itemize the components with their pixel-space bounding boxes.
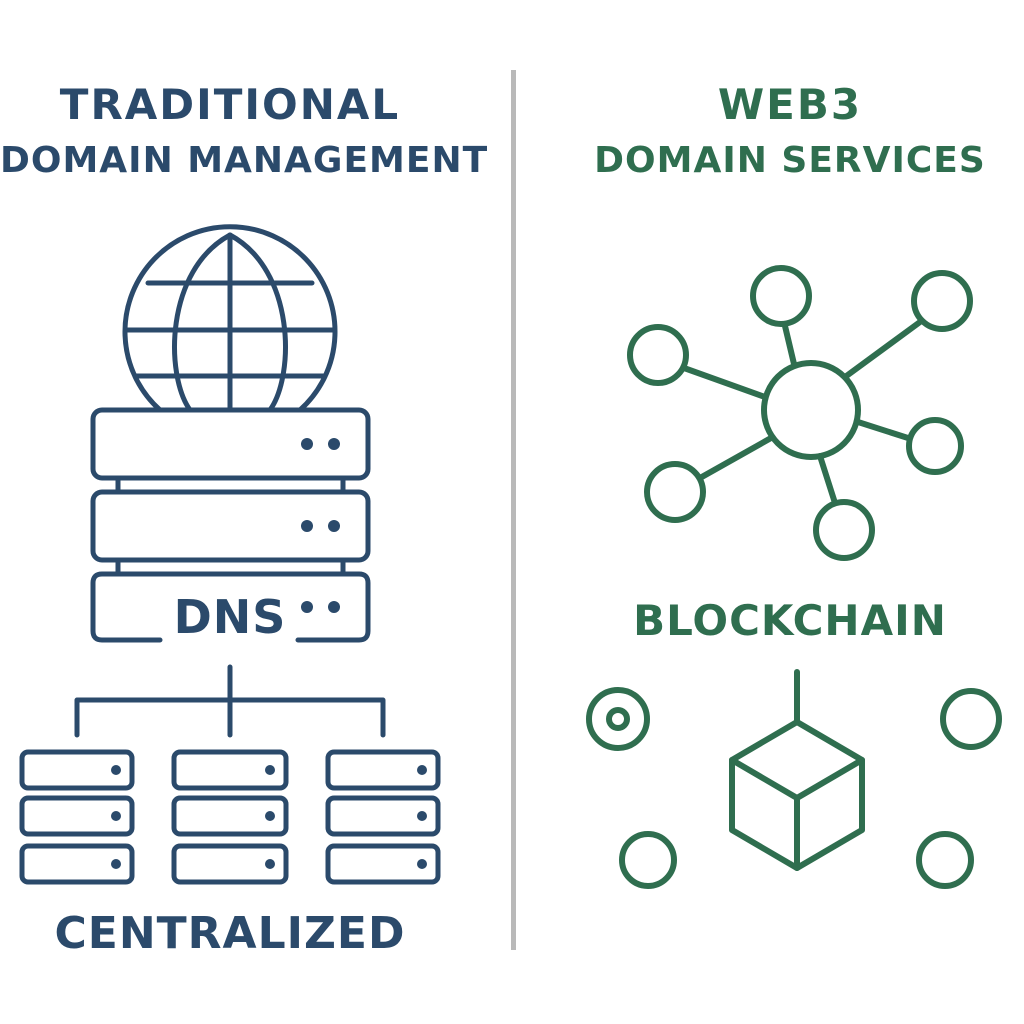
center-divider (511, 70, 516, 950)
small-server-indicator-lights (111, 765, 427, 869)
node-icon (940, 688, 1002, 750)
connector-lines (74, 664, 386, 738)
cube-icon (729, 669, 865, 871)
node-icon (586, 687, 650, 751)
server-icon (19, 749, 135, 885)
globe-icon (122, 224, 338, 413)
centralized-caption: CENTRALIZED (54, 908, 406, 959)
server-indicator-lights (301, 438, 340, 613)
dns-server-stack-icon (90, 407, 371, 643)
traditional-title: TRADITIONAL (59, 80, 401, 129)
node-icon (619, 831, 677, 889)
web3-title: WEB3 (717, 80, 863, 129)
traditional-subtitle: DOMAIN MANAGEMENT (0, 140, 489, 181)
dns-label: DNS (173, 590, 287, 644)
node-icon (916, 831, 974, 889)
server-icon (171, 749, 289, 885)
server-icon (325, 749, 441, 885)
network-icon (627, 265, 973, 561)
blockchain-caption: BLOCKCHAIN (633, 596, 947, 645)
web3-subtitle: DOMAIN SERVICES (594, 140, 986, 181)
